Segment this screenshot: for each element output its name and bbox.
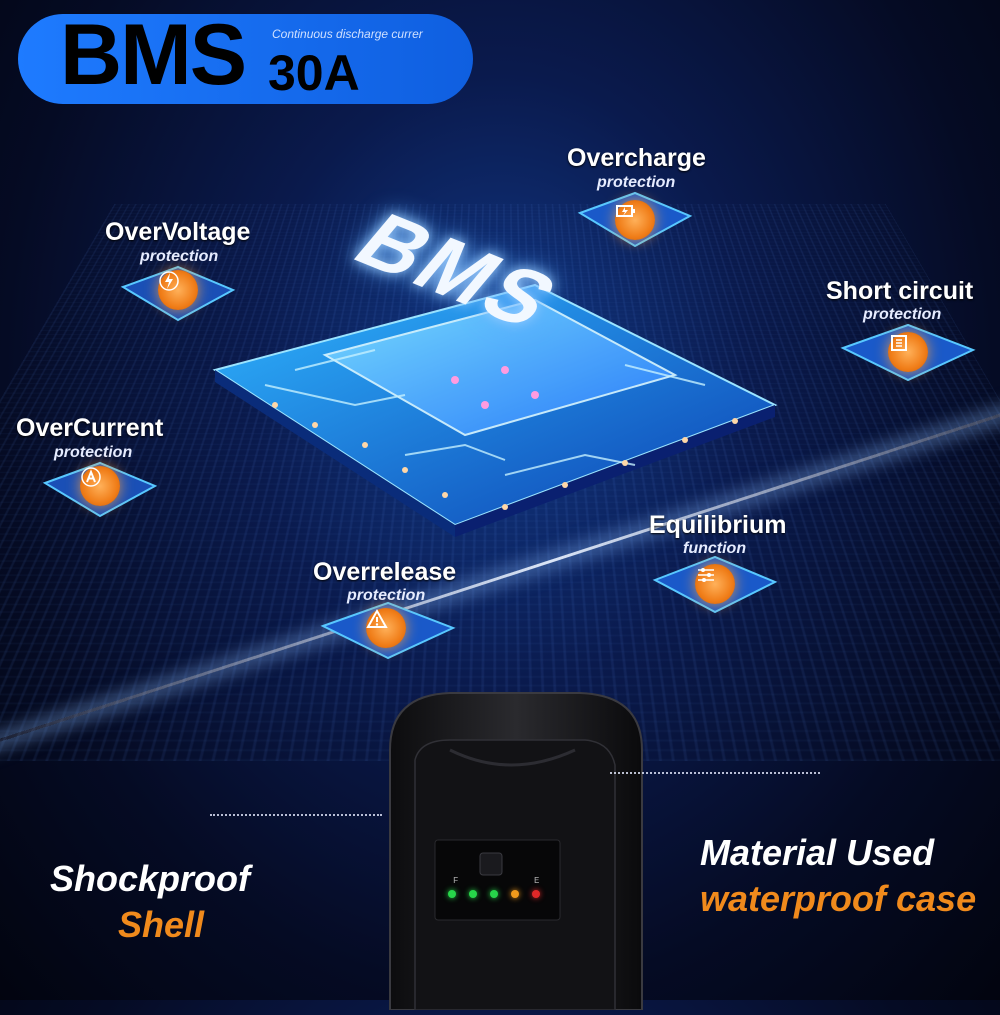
- feature-overrelease-title: Overrelease: [313, 558, 457, 586]
- shell-label: Shell: [118, 904, 205, 945]
- battery-led: [448, 890, 456, 898]
- material-used-label: Material Used: [700, 832, 935, 873]
- feature-short-circuit-tile: [838, 320, 976, 400]
- header-value: 30A: [268, 45, 360, 101]
- feature-short-circuit-title: Short circuit: [826, 277, 974, 305]
- feature-overcurrent-tile: [40, 458, 160, 538]
- battery-bolt-icon: [615, 200, 655, 240]
- feature-overcharge-tile: [575, 188, 695, 268]
- battery-led: [490, 890, 498, 898]
- feature-short-circuit-sub: protection: [863, 306, 942, 323]
- waterproof-case-label: waterproof case: [700, 878, 977, 919]
- feature-equilibrium-title: Equilibrium: [649, 511, 787, 539]
- feature-overcurrent-sub: protection: [54, 444, 133, 461]
- left-callout-line: [210, 814, 382, 816]
- feature-overrelease-tile: [318, 598, 456, 678]
- shockproof-label: Shockproof: [50, 858, 251, 899]
- feature-overvoltage-title: OverVoltage: [105, 218, 251, 246]
- header-pill: [18, 14, 473, 104]
- feature-equilibrium-sub: function: [683, 540, 747, 557]
- feature-overvoltage-tile: [118, 262, 238, 342]
- lightning-icon: [158, 270, 198, 310]
- feature-equilibrium-tile: [650, 552, 778, 632]
- indicator-label-e: E: [534, 876, 540, 886]
- battery-led: [511, 890, 519, 898]
- battery-level-leds: [448, 890, 558, 902]
- right-callout-line: [610, 772, 820, 774]
- battery-case-product: [380, 690, 650, 1011]
- ampere-icon: [80, 466, 120, 506]
- header-title: BMS: [60, 7, 247, 103]
- feature-overcurrent-title: OverCurrent: [16, 414, 164, 442]
- header-subtitle: Continuous discharge currer: [272, 27, 423, 41]
- battery-led: [532, 890, 540, 898]
- feature-overvoltage-sub: protection: [140, 248, 219, 265]
- balance-sliders-icon: [695, 564, 735, 604]
- circuit-icon: [888, 332, 928, 372]
- bms-chip-illustration: [205, 245, 785, 545]
- battery-led: [469, 890, 477, 898]
- feature-overrelease-sub: protection: [347, 587, 426, 604]
- feature-overcharge-sub: protection: [597, 174, 676, 191]
- indicator-label-f: F: [453, 876, 459, 886]
- warning-icon: [366, 608, 406, 648]
- feature-overcharge-title: Overcharge: [567, 144, 706, 172]
